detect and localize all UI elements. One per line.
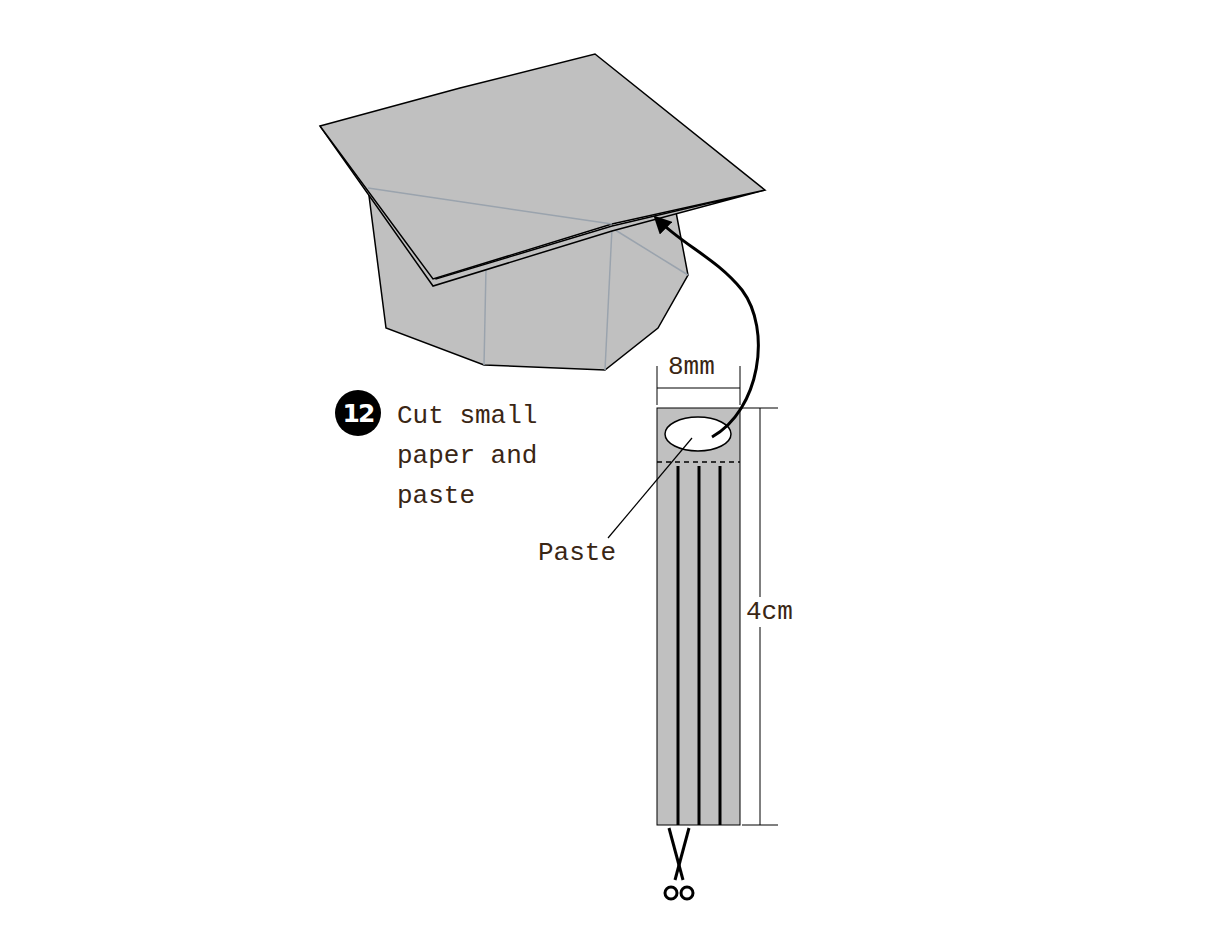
attach-arrow [656,218,758,437]
cap-crease [484,268,486,365]
dimension-tick [657,366,658,405]
dimension-label: 4cm [744,597,795,627]
cap-crease [605,228,612,370]
callout-circle-shape [335,390,381,436]
scissors-symbol [665,828,693,899]
cut-line [719,466,722,825]
cut-line [677,466,680,825]
dimension-line [657,388,740,389]
callout-number: 12 [334,389,382,437]
cut-line [698,466,701,825]
step-instruction: Cut small paper and paste [397,396,562,516]
paper-strip [657,408,740,825]
dimension-label: 8mm [668,352,715,382]
cap-board [320,54,765,279]
callout-text: 12 [343,399,374,428]
cap-crease [368,188,612,224]
part-label: Paste [538,538,616,568]
fold-line [657,461,740,463]
paste-area [665,417,731,451]
dimension-tick [740,366,741,405]
leader-line [608,438,692,538]
